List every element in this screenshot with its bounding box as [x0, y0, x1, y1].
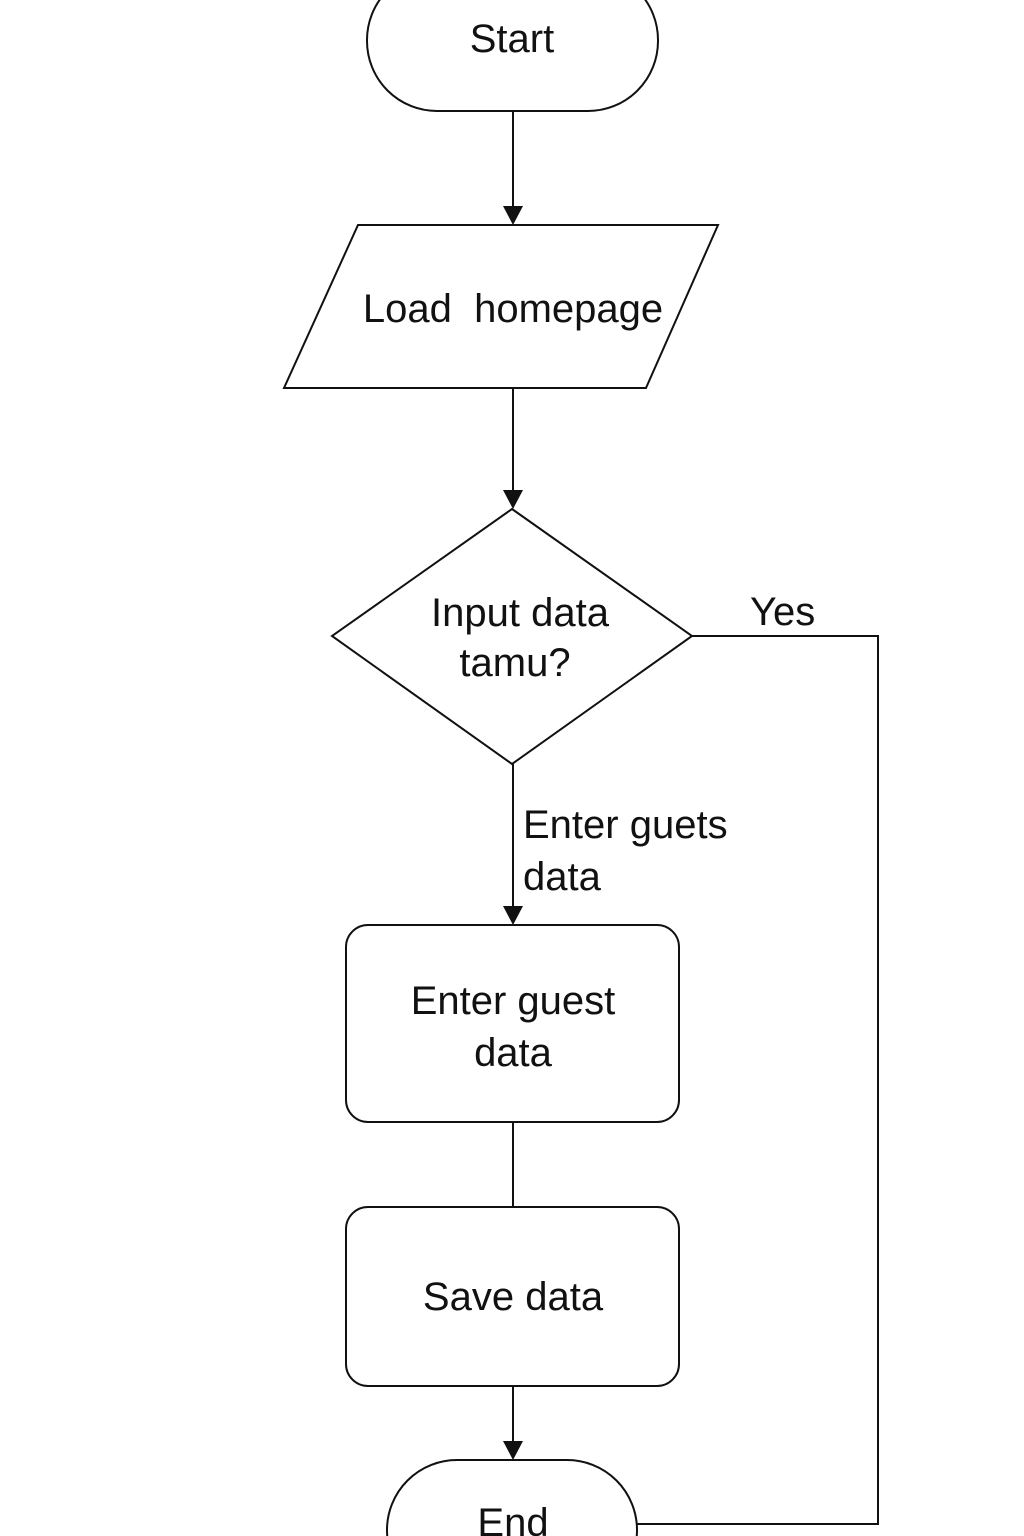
load-homepage-node: Load homepage: [282, 224, 720, 389]
decision-node: Input data tamu?: [330, 507, 694, 766]
start-node: Start: [366, 0, 659, 112]
enter-guest-data-line2: data: [474, 1031, 553, 1075]
enter-branch-label-line1: Enter guets: [523, 803, 728, 847]
end-node: End: [386, 1459, 638, 1536]
arrowhead-enter: [503, 906, 523, 925]
save-data-label: Save data: [423, 1275, 604, 1319]
decision-label-line1: Input data: [431, 591, 610, 635]
yes-branch-connector: [636, 635, 879, 1525]
decision-label-line2: tamu?: [459, 641, 570, 685]
enter-guest-data-node: Enter guest data: [345, 924, 680, 1123]
load-homepage-shape: [282, 224, 720, 389]
save-data-node: Save data: [345, 1206, 680, 1387]
enter-guest-data-shape: [345, 924, 680, 1123]
enter-guest-data-line1: Enter guest: [411, 979, 616, 1023]
end-terminator-shape: [386, 1459, 638, 1536]
enter-branch-label-line2: data: [523, 855, 602, 899]
start-label: Start: [470, 17, 554, 61]
end-label: End: [477, 1501, 548, 1536]
load-homepage-label: Load homepage: [363, 287, 663, 331]
yes-branch-label: Yes: [750, 590, 815, 634]
arrowhead-decision: [503, 490, 523, 509]
arrowhead-end: [503, 1441, 523, 1460]
arrowhead-load: [503, 206, 523, 225]
decision-diamond-shape: [330, 507, 694, 766]
